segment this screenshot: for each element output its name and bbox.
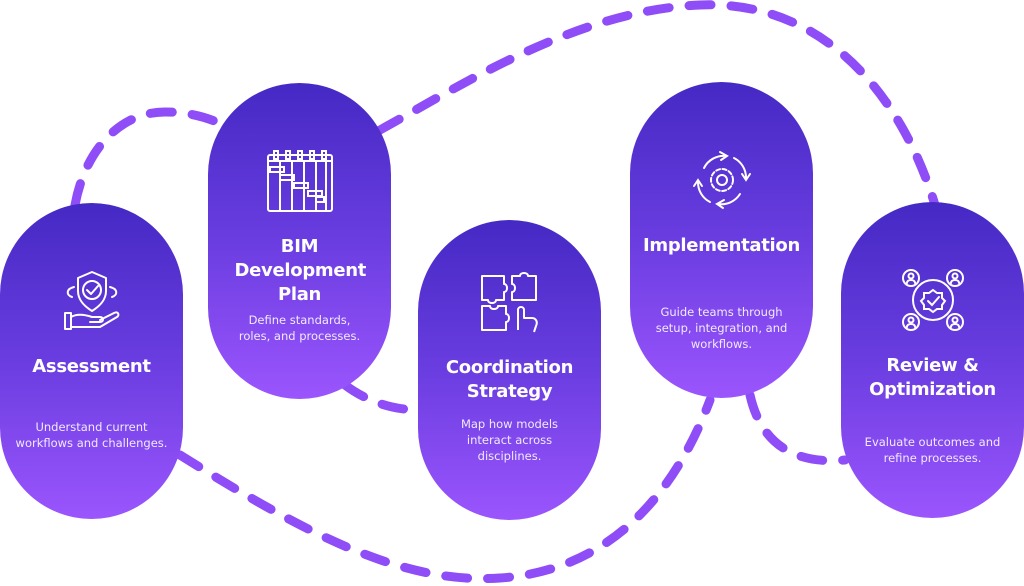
step-review-optimization: Review & Optimization Evaluate outcomes … [841, 202, 1024, 518]
step-coordination-strategy: Coordination Strategy Map how models int… [418, 220, 601, 520]
step-title: Review & Optimization [869, 355, 996, 400]
step-description: Understand current workflows and challen… [15, 420, 168, 450]
step-bim-development-plan: BIM Development Plan Define standards, r… [208, 83, 391, 399]
step-description: Define standards, roles, and processes. [238, 313, 361, 343]
step-description: Evaluate outcomes and refine processes. [864, 435, 1001, 465]
step-title: BIM Development Plan [234, 236, 367, 305]
step-implementation: Implementation Guide teams through setup… [630, 82, 813, 398]
shield-check-hand-icon [63, 271, 119, 330]
connector-implementation-review [745, 390, 850, 466]
gear-cycle-icon [692, 151, 751, 209]
connector-bim-review [375, 0, 940, 210]
team-badge-icon [901, 269, 964, 331]
step-assessment: Assessment Understand current workflows … [0, 203, 183, 519]
connector-assessment-bim [70, 107, 230, 210]
step-title: Implementation [642, 235, 800, 256]
step-title: Assessment [32, 356, 151, 377]
gantt-calendar-icon [266, 150, 333, 212]
puzzle-icon [480, 272, 538, 333]
connector-assessment-implementation [175, 395, 715, 584]
step-description: Map how models interact across disciplin… [460, 417, 559, 463]
step-description: Guide teams through setup, integration, … [655, 305, 788, 351]
step-title: Coordination Strategy [445, 357, 574, 402]
connector-bim-coordination [340, 380, 425, 415]
